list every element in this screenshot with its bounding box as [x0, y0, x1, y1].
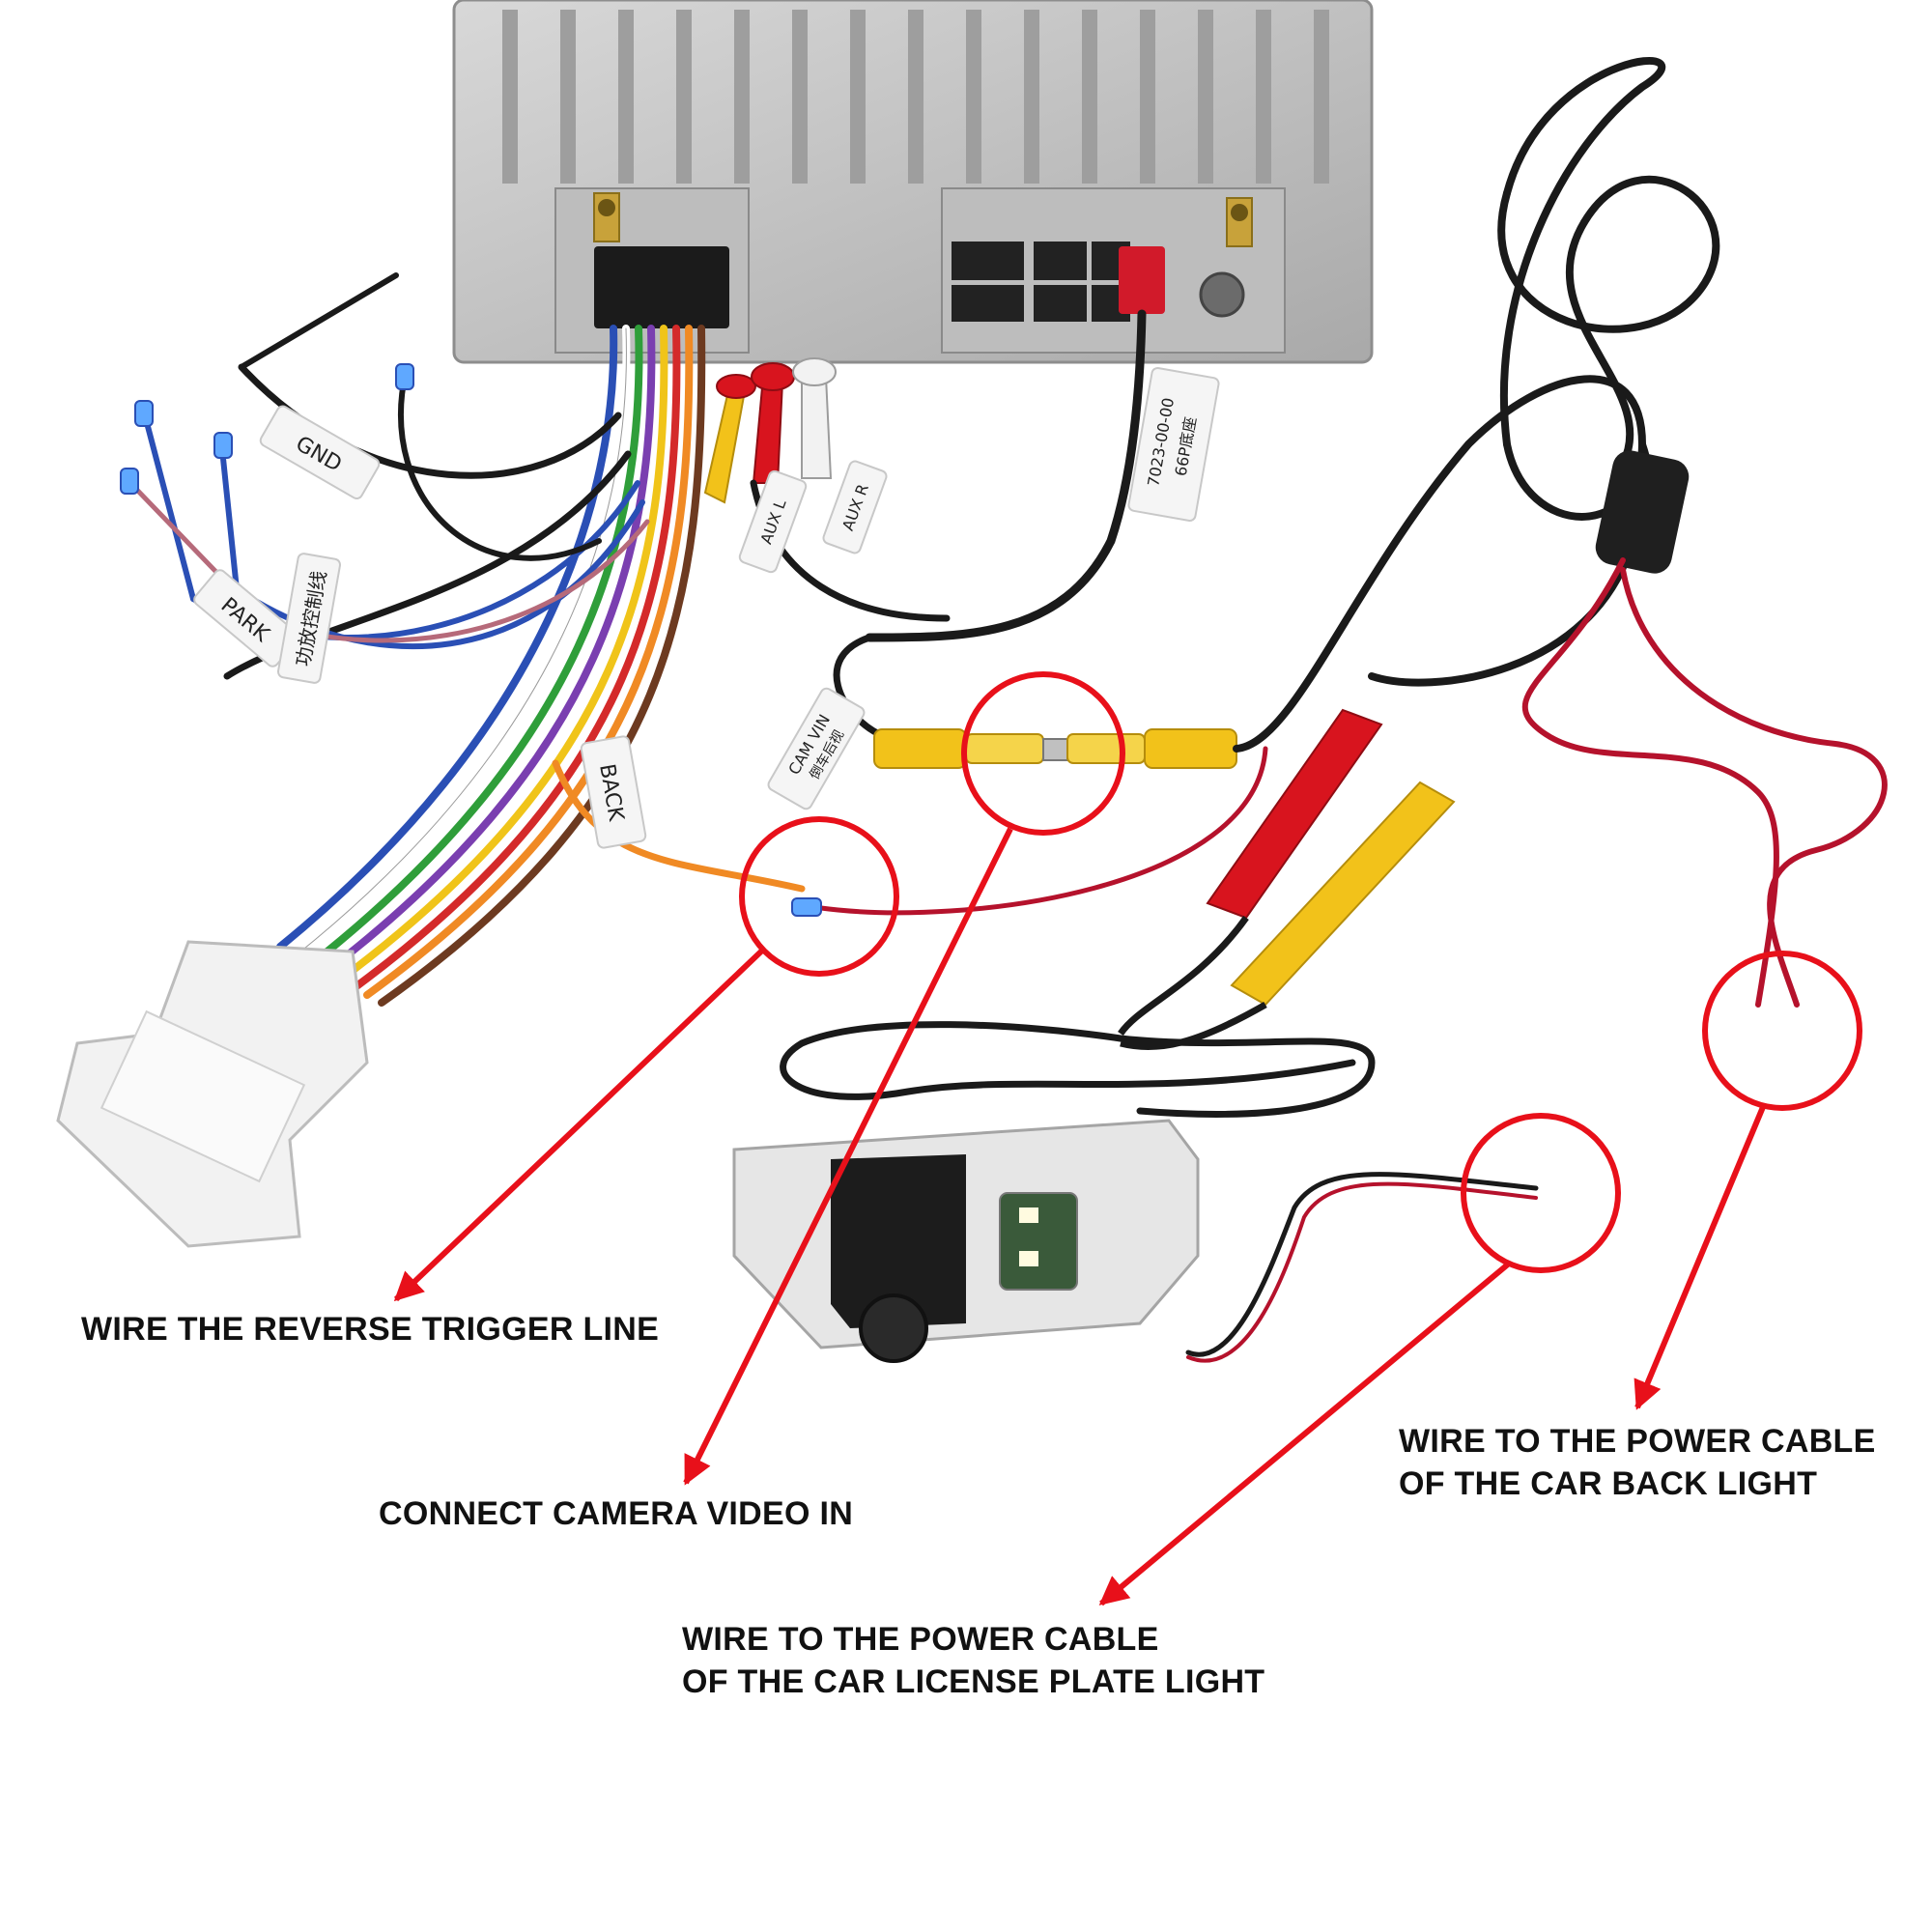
back-light-circle [1702, 951, 1862, 1111]
antenna-port-right [1226, 197, 1253, 247]
aux-l-tag: AUX L [738, 469, 808, 574]
plate-light-text-line-2: OF THE CAR LICENSE PLATE LIGHT [682, 1663, 1265, 1700]
camera-rca-pair [1118, 708, 1456, 1051]
antenna-port-left [593, 192, 620, 242]
back-light-caption: WIRE TO THE POWER CABLE OF THE CAR BACK … [1399, 1420, 1876, 1505]
reverse-trigger-arrow [393, 947, 766, 1302]
harness-code-tag: 7023-00-00 66P底座 [1127, 367, 1220, 522]
license-plate-camera [732, 1119, 1200, 1363]
plate-light-arrow [1098, 1261, 1511, 1606]
aux-r-tag: AUX R [822, 460, 888, 554]
harness-plug [56, 940, 369, 1248]
amp-control-tag: 功放控制线 [276, 553, 342, 684]
cooling-fins [502, 10, 1329, 184]
video-in-rca [873, 728, 1237, 769]
reverse-trigger-text: WIRE THE REVERSE TRIGGER LINE [81, 1311, 660, 1348]
cable-junction [1595, 450, 1690, 574]
video-in-arrow [683, 827, 1013, 1486]
cam-vin-tag: CAM VIN 倒车后视 [767, 687, 866, 810]
back-tag: BACK [580, 735, 647, 849]
back-light-text-line-2: OF THE CAR BACK LIGHT [1399, 1465, 1818, 1502]
gps-port [1199, 271, 1245, 318]
back-light-arrow [1634, 1105, 1766, 1410]
plate-light-text-line-1: WIRE TO THE POWER CABLE [682, 1621, 1159, 1658]
camera-lens-icon [859, 1293, 928, 1363]
plate-light-circle [1461, 1113, 1621, 1273]
wire-tips [120, 363, 822, 917]
camera-power-lead [1185, 1172, 1539, 1363]
video-in-text: CONNECT CAMERA VIDEO IN [379, 1495, 854, 1532]
reverse-trigger-caption: WIRE THE REVERSE TRIGGER LINE [81, 1308, 659, 1350]
gnd-tag: GND [259, 405, 381, 499]
red-power-pair [1521, 557, 1888, 1008]
head-unit [452, 0, 1374, 364]
video-in-circle [961, 671, 1125, 836]
aux-rca-connectors [703, 357, 837, 504]
annotation-overlay [393, 671, 1862, 1606]
power-connector [594, 246, 729, 328]
red-camera-connector [1119, 246, 1165, 314]
back-light-text-line-1: WIRE TO THE POWER CABLE [1399, 1423, 1876, 1460]
camera-pigtail [780, 1021, 1376, 1118]
reverse-trigger-circle [739, 816, 899, 977]
plate-light-caption: WIRE TO THE POWER CABLE OF THE CAR LICEN… [682, 1618, 1264, 1703]
video-in-caption: CONNECT CAMERA VIDEO IN [379, 1492, 853, 1535]
